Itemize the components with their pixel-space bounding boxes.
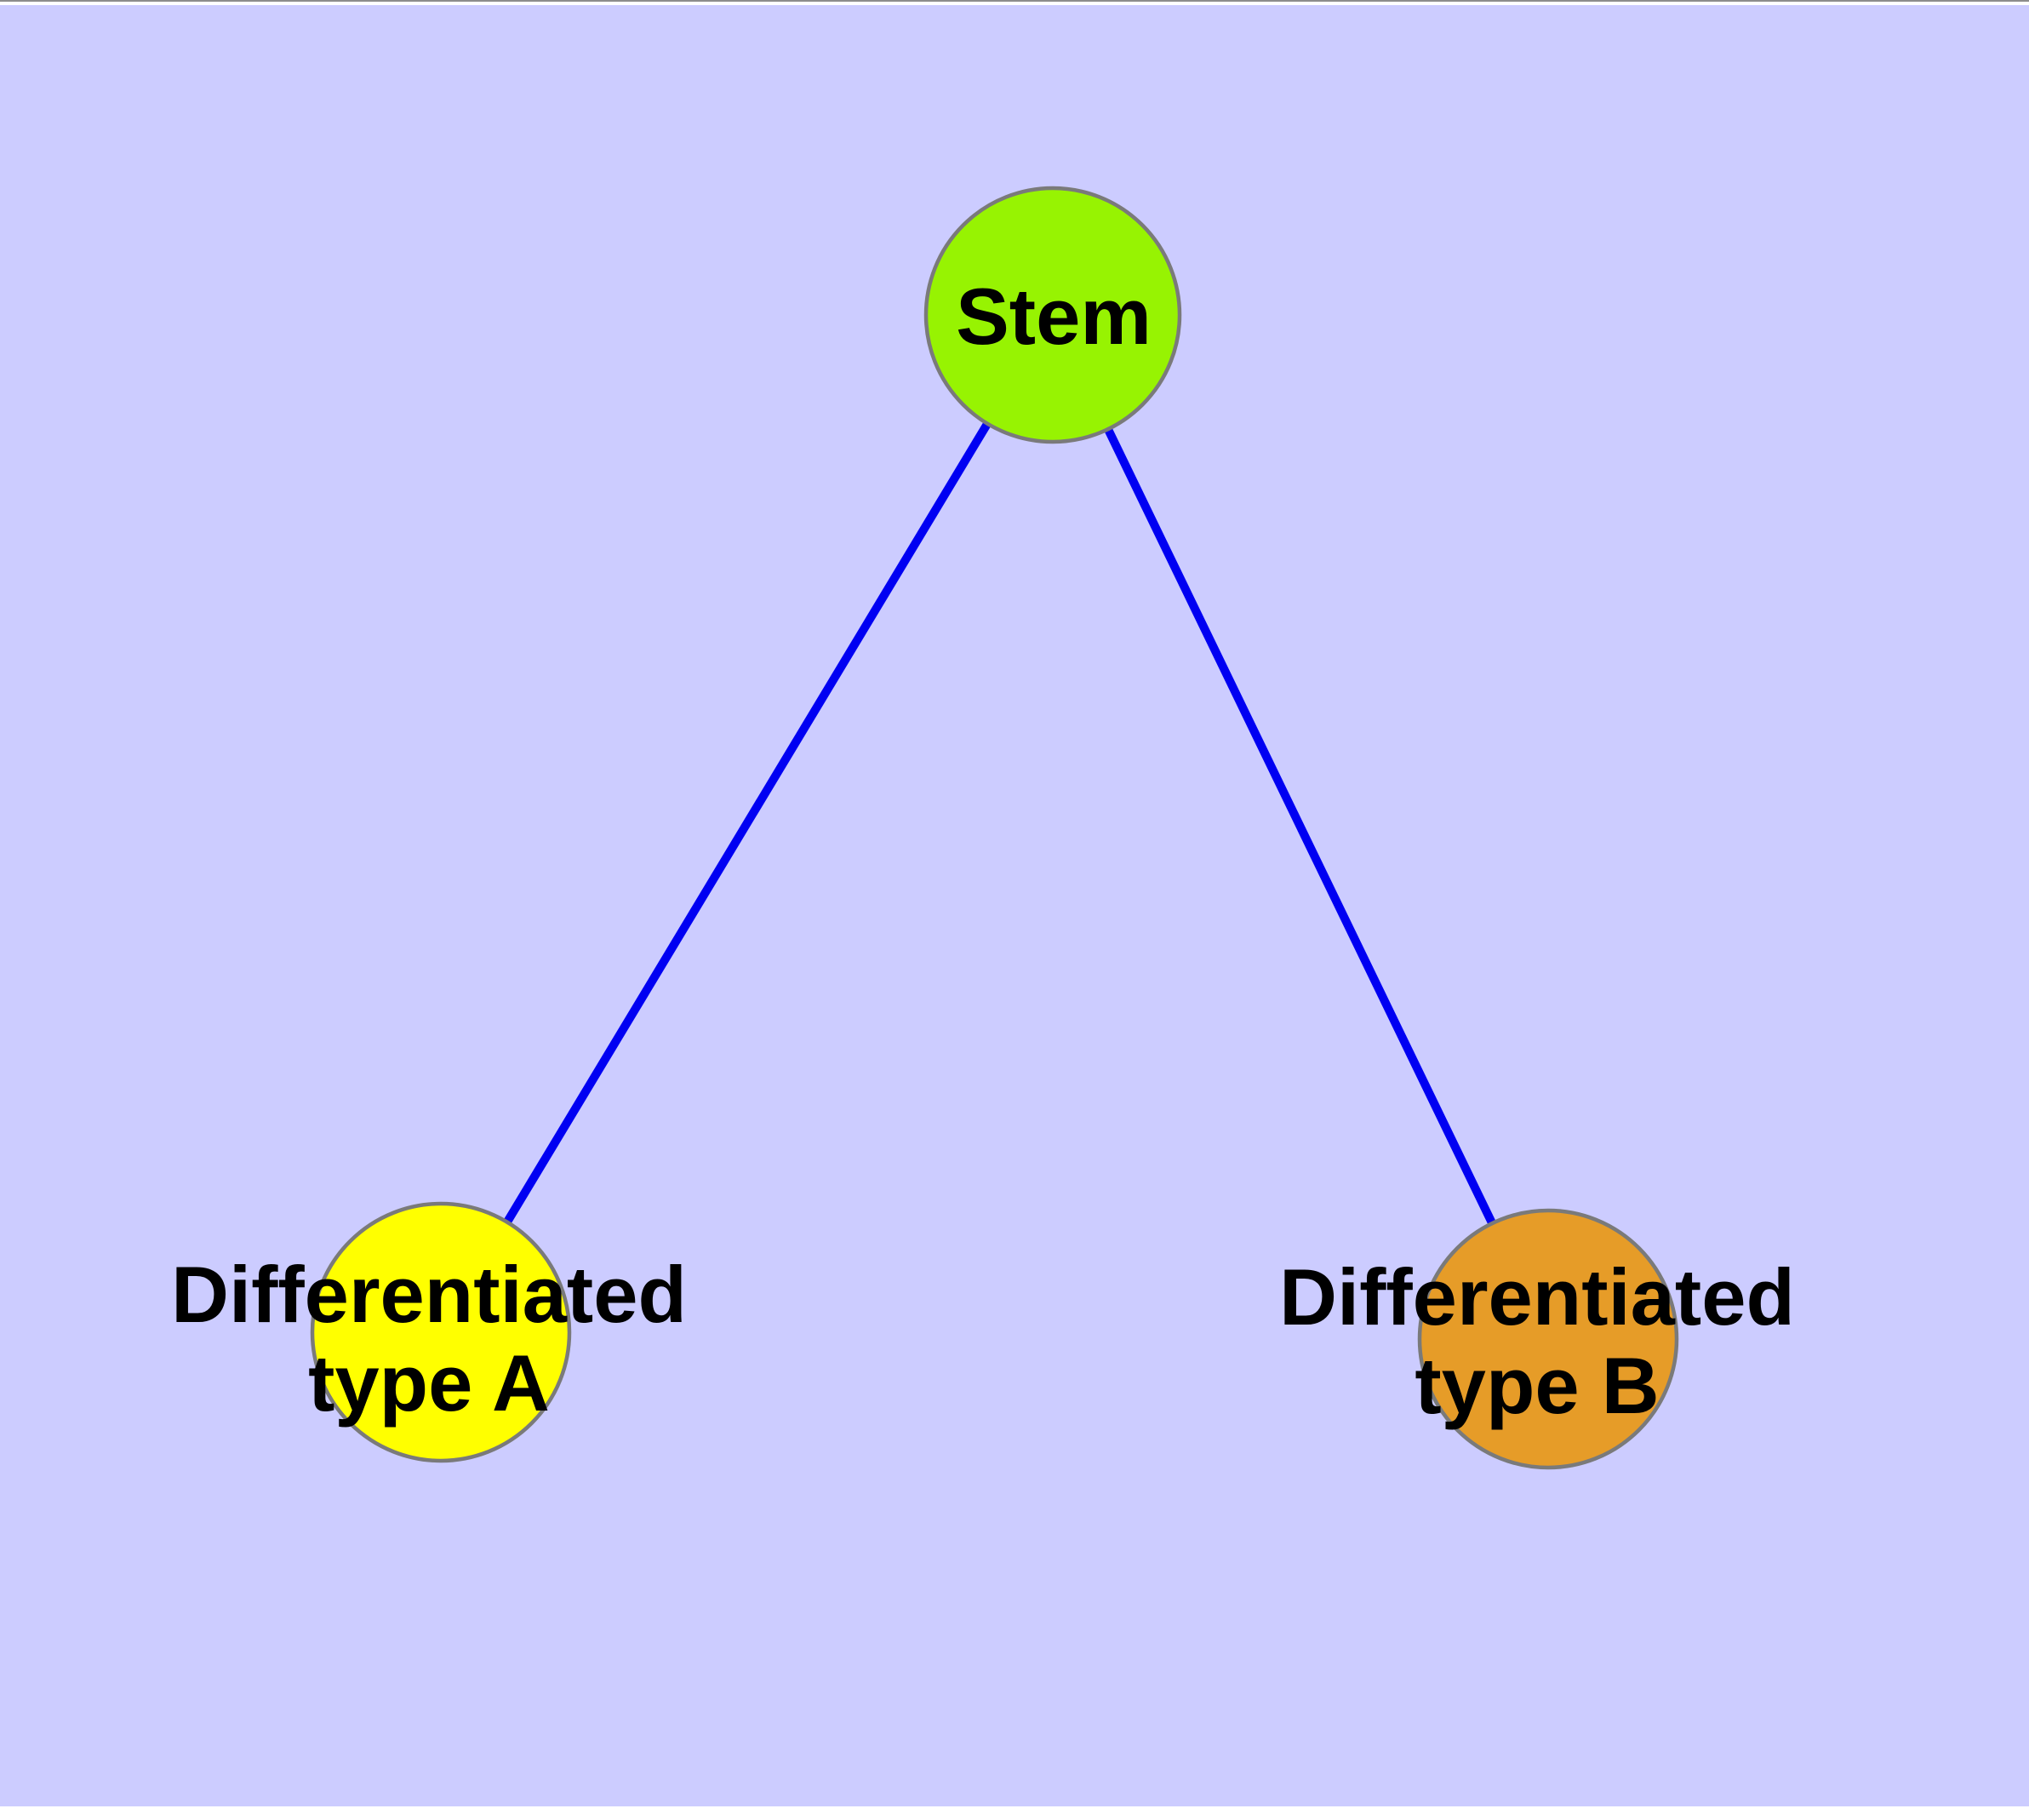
node-circle-stem [923,186,1182,444]
window-top-hairline [0,0,2029,2]
node-label-differentiated-type-b-line-2: type B [1415,1341,1659,1430]
node-label-differentiated-type-a-line-1: Differentiated [171,1250,687,1339]
edge-stem-to-differentiated-type-a [437,312,1057,1335]
node-circle-differentiated-type-a [310,1201,572,1463]
edge-stem-to-differentiated-type-b [1049,312,1552,1342]
node-circle-differentiated-type-b [1417,1208,1679,1470]
node-label-stem-line-1: Stem [956,272,1152,361]
graph-node-stem: Stem [923,186,1182,444]
node-label-differentiated-type-a-line-2: type A [308,1338,550,1428]
node-label-differentiated-type-b-line-1: Differentiated [1279,1252,1795,1342]
